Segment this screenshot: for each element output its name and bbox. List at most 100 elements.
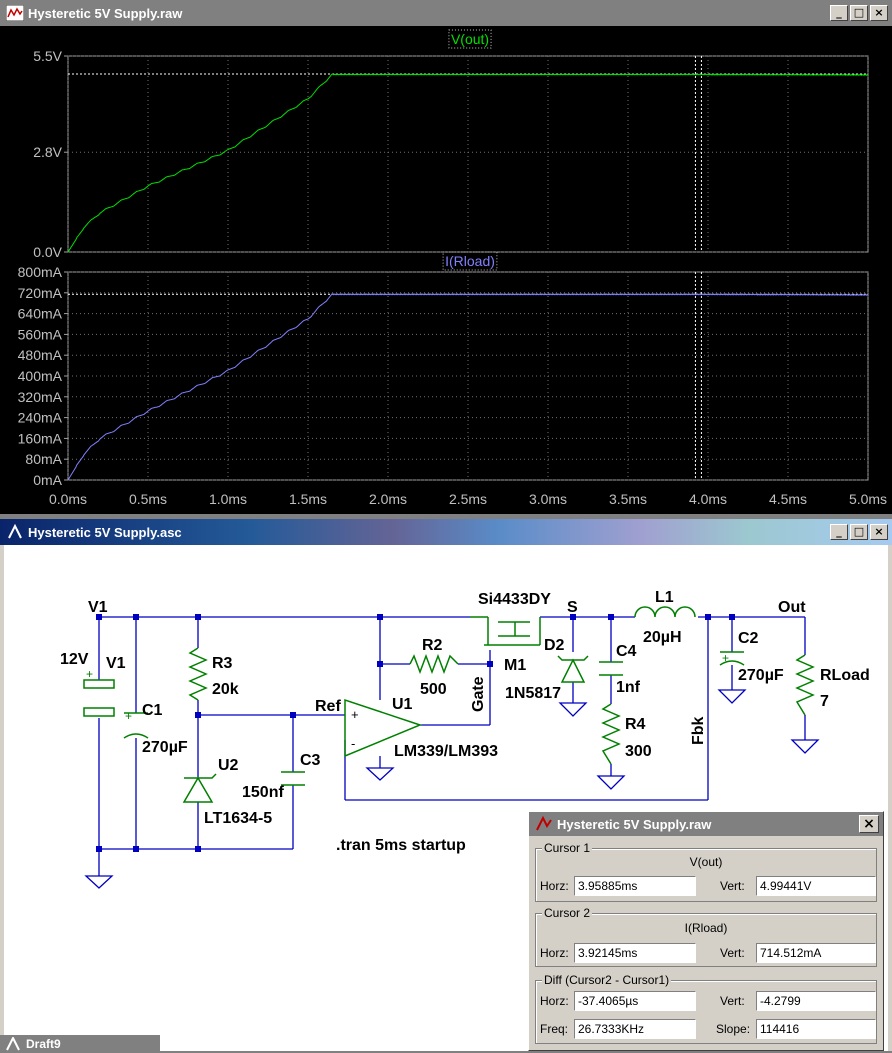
v1-plus-label: + [86, 667, 93, 681]
trace-title[interactable]: I(Rload) [445, 253, 495, 269]
diff-slope-label: Slope: [716, 1022, 751, 1036]
x-tick-label: 2.5ms [449, 491, 487, 507]
y-tick-label: 560mA [18, 326, 63, 342]
c3-value-label: 150nf [242, 784, 284, 801]
c2-value-label: 270µF [738, 667, 784, 684]
r2-ref-label: R2 [422, 637, 443, 654]
m1-model-label: Si4433DY [478, 591, 551, 608]
r4-value-label: 300 [625, 743, 652, 760]
x-tick-label: 1.5ms [289, 491, 327, 507]
close-button[interactable]: × [870, 5, 888, 21]
c3-ref-label: C3 [300, 752, 321, 769]
y-tick-label: 320mA [18, 389, 63, 405]
trace-title[interactable]: V(out) [451, 31, 489, 47]
c2-plus-label: + [722, 651, 729, 665]
rload-ref-label: RLoad [820, 667, 870, 684]
waveform-titlebar[interactable]: Hysteretic 5V Supply.raw _ □ × [0, 0, 892, 26]
y-tick-label: 640mA [18, 306, 63, 322]
c4-value-label: 1nf [616, 679, 641, 696]
schematic-window-title: Hysteretic 5V Supply.asc [28, 525, 182, 540]
r4-ref-label: R4 [625, 716, 646, 733]
rload-value-label: 7 [820, 693, 829, 710]
x-tick-label: 0.0ms [49, 491, 87, 507]
waveform-plot-area[interactable]: 5.5V2.8V0.0VV(out) 800mA720mA640mA560mA4… [0, 26, 892, 514]
m1-ref-label: M1 [504, 657, 526, 674]
y-tick-label: 800mA [18, 264, 63, 280]
diff-vert-field[interactable]: -4.2799 [756, 991, 876, 1011]
l1-ref-label: L1 [655, 589, 674, 606]
minimize-button[interactable]: _ [830, 524, 848, 540]
junctions [96, 614, 735, 852]
y-tick-label: 240mA [18, 410, 63, 426]
close-button[interactable]: × [859, 815, 879, 833]
cursor-window-title: Hysteretic 5V Supply.raw [557, 817, 712, 832]
cursor2-horz-label: Horz: [540, 946, 569, 960]
cursor-window-titlebar[interactable]: Hysteretic 5V Supply.raw × [529, 812, 883, 836]
maximize-button[interactable]: □ [850, 5, 868, 21]
cursor2-group-label: Cursor 2 [542, 906, 593, 920]
trace-line[interactable] [67, 73, 869, 253]
cursor2-vert-field[interactable]: 714.512mA [756, 943, 876, 963]
r3-ref-label: R3 [212, 655, 233, 672]
d2-ref-label: D2 [544, 637, 565, 654]
cursor1-vert-field[interactable]: 4.99441V [756, 876, 876, 896]
cursor1-horz-field[interactable]: 3.95885ms [574, 876, 696, 896]
y-tick-label: 720mA [18, 285, 63, 301]
net-label-gate: Gate [470, 676, 487, 712]
spice-directive[interactable]: .tran 5ms startup [336, 837, 466, 854]
cursor2-group: Cursor 2 I(Rload) Horz: 3.92145ms Vert: … [535, 906, 877, 967]
d2-value-label: 1N5817 [505, 685, 561, 702]
trace-line[interactable] [67, 293, 869, 481]
cursor2-vert-label: Vert: [720, 946, 745, 960]
opamp-minus-label: - [351, 736, 355, 751]
x-tick-label: 3.0ms [529, 491, 567, 507]
schematic-app-icon [6, 1037, 20, 1051]
schematic-app-icon [8, 524, 22, 539]
cursor1-group: Cursor 1 V(out) Horz: 3.95885ms Vert: 4.… [535, 841, 877, 902]
cursor1-horz-label: Horz: [540, 879, 569, 893]
cursor2-trace-name: I(Rload) [684, 921, 728, 935]
diff-freq-label: Freq: [540, 1022, 569, 1036]
y-tick-label: 400mA [18, 368, 63, 384]
x-tick-label: 5.0ms [849, 491, 887, 507]
y-tick-label: 0mA [33, 472, 62, 488]
c1-ref-label: C1 [142, 702, 163, 719]
l1-value-label: 20µH [643, 629, 682, 646]
u1-ref-label: U1 [392, 696, 413, 713]
taskbar-draft9[interactable]: Draft9 [0, 1035, 160, 1053]
schematic-titlebar[interactable]: Hysteretic 5V Supply.asc _ □ × [0, 519, 892, 545]
net-label-fbk: Fbk [690, 716, 707, 745]
diff-freq-field[interactable]: 26.7333KHz [574, 1019, 696, 1039]
diff-group-label: Diff (Cursor2 - Cursor1) [542, 973, 672, 987]
diff-slope-field[interactable]: 114416 [756, 1019, 876, 1039]
net-label-ref: Ref [315, 698, 341, 715]
trace-title-focus [448, 29, 492, 49]
y-tick-label: 0.0V [33, 244, 62, 260]
x-tick-label: 1.0ms [209, 491, 247, 507]
x-tick-label: 0.5ms [129, 491, 167, 507]
diff-horz-field[interactable]: -37.4065µs [574, 991, 696, 1011]
minimize-button[interactable]: _ [830, 5, 848, 21]
x-tick-label: 2.0ms [369, 491, 407, 507]
y-tick-label: 5.5V [33, 48, 62, 64]
maximize-button[interactable]: □ [850, 524, 868, 540]
waveform-app-icon [6, 5, 24, 21]
close-button[interactable]: × [870, 524, 888, 540]
x-tick-label: 4.0ms [689, 491, 727, 507]
v1-ref-label: V1 [106, 655, 126, 672]
cursor1-group-label: Cursor 1 [542, 841, 593, 855]
u1-value-label: LM339/LM393 [394, 743, 498, 760]
cursor2-horz-field[interactable]: 3.92145ms [574, 943, 696, 963]
ground-symbols [84, 689, 820, 889]
y-tick-label: 80mA [25, 451, 62, 467]
c1-plus-label: + [125, 709, 132, 723]
u2-value-label: LT1634-5 [204, 810, 272, 827]
cursor1-trace-name: V(out) [689, 855, 723, 869]
plot-background [0, 26, 892, 514]
iload-pane[interactable]: 800mA720mA640mA560mA480mA400mA320mA240mA… [18, 251, 869, 488]
net-label-s: S [567, 599, 578, 616]
r2-value-label: 500 [420, 681, 447, 698]
diff-horz-label: Horz: [540, 994, 569, 1008]
c2-ref-label: C2 [738, 630, 759, 647]
